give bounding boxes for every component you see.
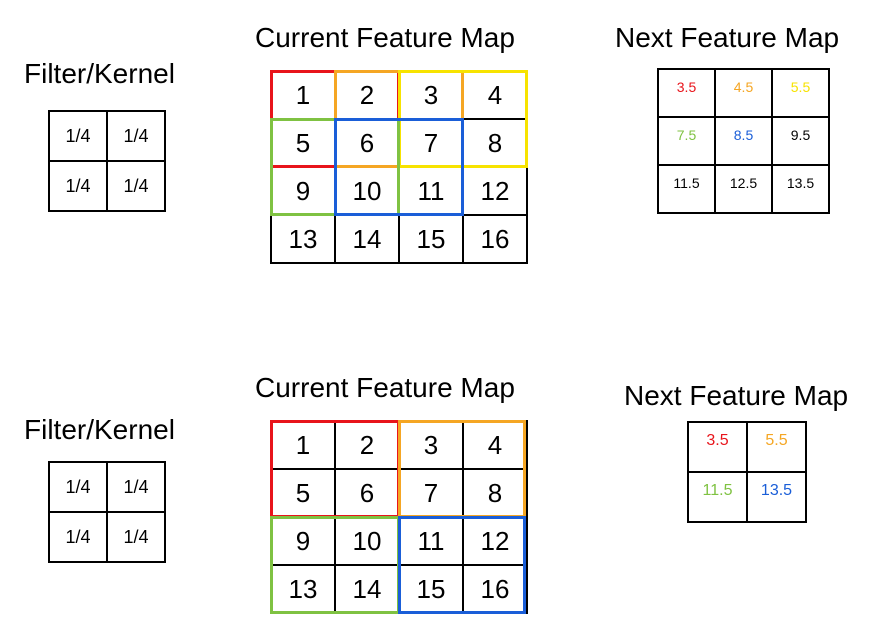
input-cell: 14 <box>336 216 400 264</box>
input-cell: 7 <box>400 120 464 168</box>
input-cell: 16 <box>464 216 528 264</box>
output-cell: 12.5 <box>716 166 773 214</box>
input-cell: 13 <box>272 216 336 264</box>
input-title-top: Current Feature Map <box>255 22 515 53</box>
kernel-grid-top: 1/4 1/4 1/4 1/4 <box>48 110 166 212</box>
input-grid-top: 1 2 3 4 5 6 7 8 9 10 11 12 13 14 15 16 <box>270 70 528 264</box>
input-cell: 7 <box>400 470 464 518</box>
output-grid-top: 3.5 4.5 5.5 7.5 8.5 9.5 11.5 12.5 13.5 <box>657 68 830 214</box>
input-cell: 2 <box>336 72 400 120</box>
input-cell: 11 <box>400 168 464 216</box>
kernel-cell: 1/4 <box>108 513 166 563</box>
kernel-grid-bottom: 1/4 1/4 1/4 1/4 <box>48 461 166 563</box>
output-cell: 13.5 <box>748 473 807 523</box>
kernel-cell: 1/4 <box>50 112 108 162</box>
input-cell: 5 <box>272 120 336 168</box>
output-cell: 9.5 <box>773 118 830 166</box>
output-cell: 13.5 <box>773 166 830 214</box>
output-cell: 4.5 <box>716 70 773 118</box>
output-title-bottom: Next Feature Map <box>624 380 849 411</box>
output-cell: 3.5 <box>659 70 716 118</box>
input-title-bottom: Current Feature Map <box>255 372 515 403</box>
input-cell: 4 <box>464 422 528 470</box>
input-cell: 1 <box>272 72 336 120</box>
input-cell: 2 <box>336 422 400 470</box>
input-cell: 6 <box>336 120 400 168</box>
input-cell: 3 <box>400 422 464 470</box>
kernel-cell: 1/4 <box>50 513 108 563</box>
kernel-cell: 1/4 <box>108 463 166 513</box>
input-cell: 14 <box>336 566 400 614</box>
output-grid-bottom: 3.5 5.5 11.5 13.5 <box>687 421 807 523</box>
input-cell: 16 <box>464 566 528 614</box>
input-cell: 15 <box>400 216 464 264</box>
input-cell: 9 <box>272 168 336 216</box>
input-cell: 8 <box>464 120 528 168</box>
input-cell: 11 <box>400 518 464 566</box>
kernel-title-top: Filter/Kernel <box>24 58 175 89</box>
input-cell: 12 <box>464 518 528 566</box>
output-cell: 5.5 <box>773 70 830 118</box>
input-cell: 12 <box>464 168 528 216</box>
output-cell: 3.5 <box>689 423 748 473</box>
input-cell: 1 <box>272 422 336 470</box>
kernel-cell: 1/4 <box>108 112 166 162</box>
input-cell: 8 <box>464 470 528 518</box>
output-title-top: Next Feature Map <box>615 22 840 53</box>
output-cell: 5.5 <box>748 423 807 473</box>
input-grid-bottom: 1 2 3 4 5 6 7 8 9 10 11 12 13 14 15 16 <box>270 420 528 614</box>
kernel-cell: 1/4 <box>50 463 108 513</box>
input-cell: 10 <box>336 518 400 566</box>
input-cell: 5 <box>272 470 336 518</box>
output-cell: 8.5 <box>716 118 773 166</box>
kernel-cell: 1/4 <box>108 162 166 212</box>
output-cell: 7.5 <box>659 118 716 166</box>
input-cell: 4 <box>464 72 528 120</box>
output-cell: 11.5 <box>659 166 716 214</box>
output-cell: 11.5 <box>689 473 748 523</box>
input-cell: 10 <box>336 168 400 216</box>
input-cell: 9 <box>272 518 336 566</box>
input-cell: 13 <box>272 566 336 614</box>
input-cell: 6 <box>336 470 400 518</box>
input-cell: 3 <box>400 72 464 120</box>
kernel-cell: 1/4 <box>50 162 108 212</box>
kernel-title-bottom: Filter/Kernel <box>24 414 175 445</box>
input-cell: 15 <box>400 566 464 614</box>
